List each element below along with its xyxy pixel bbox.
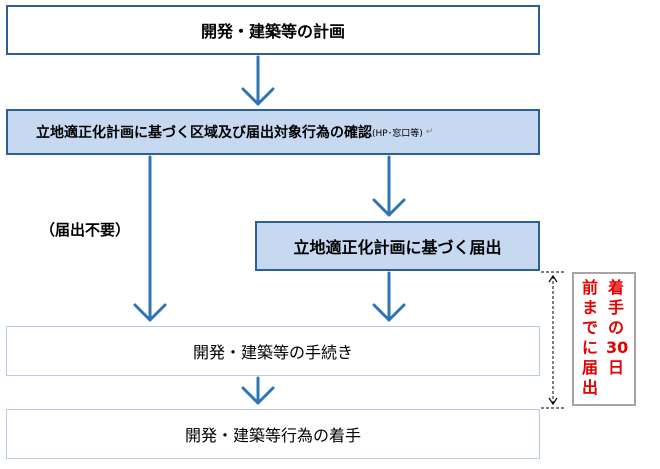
step-notify-label: 立地適正化計画に基づく届出 bbox=[293, 238, 502, 257]
arrow-procedure-to-start bbox=[241, 376, 275, 405]
deadline-char: 前 bbox=[581, 278, 598, 297]
deadline-char: 日 bbox=[607, 358, 624, 377]
deadline-col-1: 着 手 の 30 日 bbox=[606, 278, 629, 378]
step-start: 開発・建築等行為の着手 bbox=[6, 409, 540, 459]
deadline-char: 手 bbox=[607, 298, 624, 317]
arrow-notify-to-procedure bbox=[372, 271, 406, 322]
deadline-char: 30 bbox=[606, 338, 629, 357]
arrow-confirm-to-notify bbox=[372, 155, 406, 217]
deadline-char: に bbox=[581, 338, 598, 357]
arrow-confirm-to-procedure bbox=[133, 155, 167, 322]
arrow-plan-to-confirm bbox=[241, 55, 275, 106]
deadline-char: 届 bbox=[581, 358, 598, 377]
deadline-note: 着 手 の 30 日 前 ま で に 届 出 bbox=[572, 272, 636, 406]
not-required-label: （届出不要） bbox=[40, 221, 131, 239]
deadline-char: 出 bbox=[581, 378, 598, 397]
step-confirm: 立地適正化計画に基づく区域及び届出対象行為の確認(HP･窓口等)↵ bbox=[6, 109, 540, 155]
step-notify: 立地適正化計画に基づく届出 bbox=[255, 221, 540, 271]
deadline-char: 着 bbox=[607, 278, 624, 297]
return-mark-icon: ↵ bbox=[425, 127, 434, 137]
step-procedure-label: 開発・建築等の手続き bbox=[192, 343, 353, 362]
deadline-char: ま bbox=[581, 298, 598, 317]
deadline-bracket bbox=[541, 271, 566, 409]
step-plan-label: 開発・建築等の計画 bbox=[200, 22, 345, 41]
step-plan: 開発・建築等の計画 bbox=[6, 5, 540, 55]
step-confirm-note: (HP･窓口等) bbox=[372, 128, 423, 139]
step-start-label: 開発・建築等行為の着手 bbox=[184, 426, 361, 445]
step-confirm-label: 立地適正化計画に基づく区域及び届出対象行為の確認 bbox=[36, 125, 372, 141]
step-procedure: 開発・建築等の手続き bbox=[6, 326, 540, 376]
deadline-char: の bbox=[607, 318, 624, 337]
deadline-char: で bbox=[581, 318, 598, 337]
deadline-col-2: 前 ま で に 届 出 bbox=[580, 278, 600, 398]
